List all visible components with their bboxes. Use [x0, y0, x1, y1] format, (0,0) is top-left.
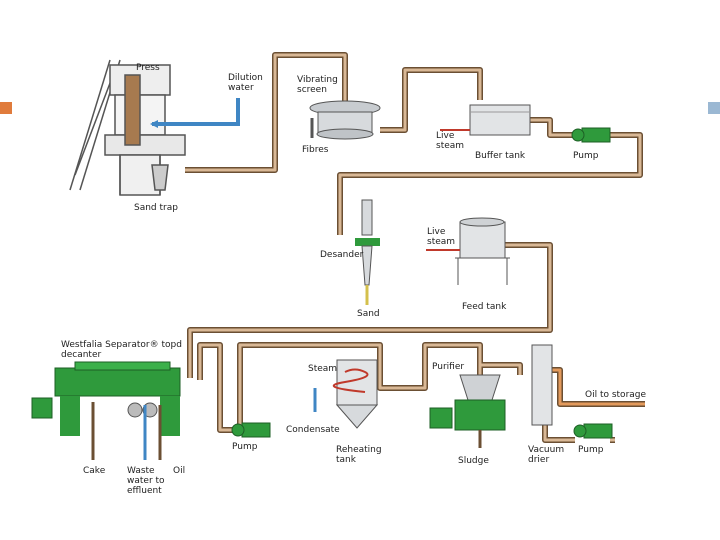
dilution-water-arrow	[150, 120, 158, 128]
label-feed-tank: Feed tank	[462, 302, 507, 312]
label-desander: Desander	[320, 250, 364, 260]
left-slide-marker	[0, 102, 12, 114]
reheating-tank	[313, 359, 379, 429]
vacuum-drier	[531, 344, 553, 426]
pump-1	[571, 127, 611, 143]
dilution-water-line	[152, 98, 240, 126]
label-waste-water: Waste water to effluent	[127, 466, 165, 496]
label-decanter: Westfalia Separator® topd decanter	[61, 340, 182, 360]
label-live-steam-1: Live steam	[436, 131, 465, 151]
decanter	[31, 361, 181, 460]
label-steam: Steam	[308, 364, 338, 374]
label-sludge: Sludge	[458, 456, 489, 466]
pump-2	[231, 422, 271, 438]
label-live-steam-2: Live steam	[427, 227, 456, 247]
oil-pipeline	[185, 52, 645, 443]
right-slide-marker	[708, 102, 720, 114]
label-buffer-tank: Buffer tank	[475, 151, 526, 161]
label-pump-1: Pump	[573, 151, 599, 161]
label-fibres: Fibres	[302, 145, 329, 155]
label-vacuum-drier: Vacuum drier	[528, 445, 565, 465]
label-purifier: Purifier	[432, 362, 465, 372]
label-cake: Cake	[83, 466, 106, 476]
label-press: Press	[136, 63, 160, 73]
pump-3	[573, 423, 613, 439]
label-condensate: Condensate	[286, 425, 340, 435]
label-oil: Oil	[173, 466, 186, 476]
label-oil-to-storage: Oil to storage	[585, 390, 647, 400]
label-pump-3: Pump	[578, 445, 604, 455]
label-vibrating-screen: Vibrating screen	[297, 75, 338, 95]
desander	[355, 199, 380, 305]
press	[69, 59, 186, 196]
feed-tank	[426, 217, 510, 285]
label-reheating-tank: Reheating tank	[336, 445, 382, 465]
purifier	[429, 374, 506, 448]
label-pump-2: Pump	[232, 442, 258, 452]
vibrating-screen	[309, 100, 381, 140]
label-sand-trap: Sand trap	[134, 203, 178, 213]
label-sand: Sand	[357, 309, 380, 319]
label-dilution-water: Dilution water	[228, 73, 263, 93]
buffer-tank	[440, 104, 531, 136]
